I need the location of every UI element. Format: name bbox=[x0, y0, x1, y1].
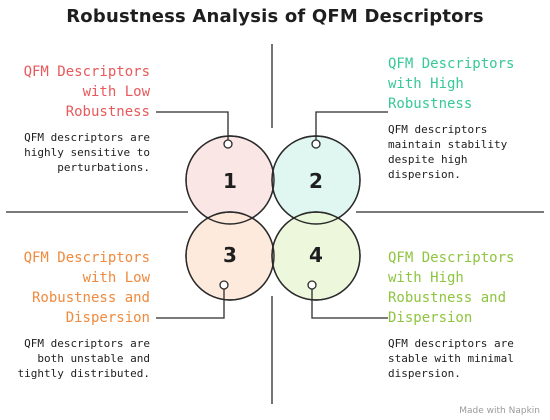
quadrant-2-description: QFM descriptors maintain stability despi… bbox=[388, 123, 508, 181]
quadrant-2-heading: QFM Descriptors with High Robustness bbox=[388, 56, 515, 112]
diagram-title: Robustness Analysis of QFM Descriptors bbox=[66, 6, 484, 27]
circle-3-outline bbox=[185, 211, 275, 301]
circle-number-1: 1 bbox=[223, 169, 237, 193]
circle-number-2: 2 bbox=[309, 169, 323, 193]
quadrant-4-text: QFM Descriptors with High Robustness and… bbox=[388, 248, 538, 381]
connector-dot-3 bbox=[219, 280, 229, 290]
quadrant-1-description: QFM descriptors are highly sensitive to … bbox=[24, 131, 150, 174]
napkin-watermark: Made with Napkin bbox=[459, 406, 540, 416]
connector-1 bbox=[156, 111, 229, 142]
connector-dot-1 bbox=[223, 139, 233, 149]
circle-4-outline bbox=[271, 211, 361, 301]
circle-number-4: 4 bbox=[309, 243, 323, 267]
quadrant-3-text: QFM Descriptors with Low Robustness and … bbox=[8, 248, 150, 381]
quadrant-4-description: QFM descriptors are stable with minimal … bbox=[388, 337, 514, 380]
circle-number-3: 3 bbox=[223, 243, 237, 267]
connector-3 bbox=[156, 287, 225, 319]
connector-dot-2 bbox=[311, 139, 321, 149]
connector-dot-4 bbox=[307, 280, 317, 290]
quadrant-4-heading: QFM Descriptors with High Robustness and… bbox=[388, 250, 515, 326]
connector-4 bbox=[311, 287, 388, 319]
quadrant-2-text: QFM Descriptors with High Robustness QFM… bbox=[388, 54, 538, 182]
quadrant-3-heading: QFM Descriptors with Low Robustness and … bbox=[23, 250, 150, 326]
quadrant-1-heading: QFM Descriptors with Low Robustness bbox=[23, 64, 150, 120]
quadrant-3-description: QFM descriptors are both unstable and ti… bbox=[17, 337, 150, 380]
connector-2 bbox=[315, 111, 388, 142]
circle-1-outline bbox=[185, 135, 275, 225]
quadrant-1-text: QFM Descriptors with Low Robustness QFM … bbox=[8, 62, 150, 175]
